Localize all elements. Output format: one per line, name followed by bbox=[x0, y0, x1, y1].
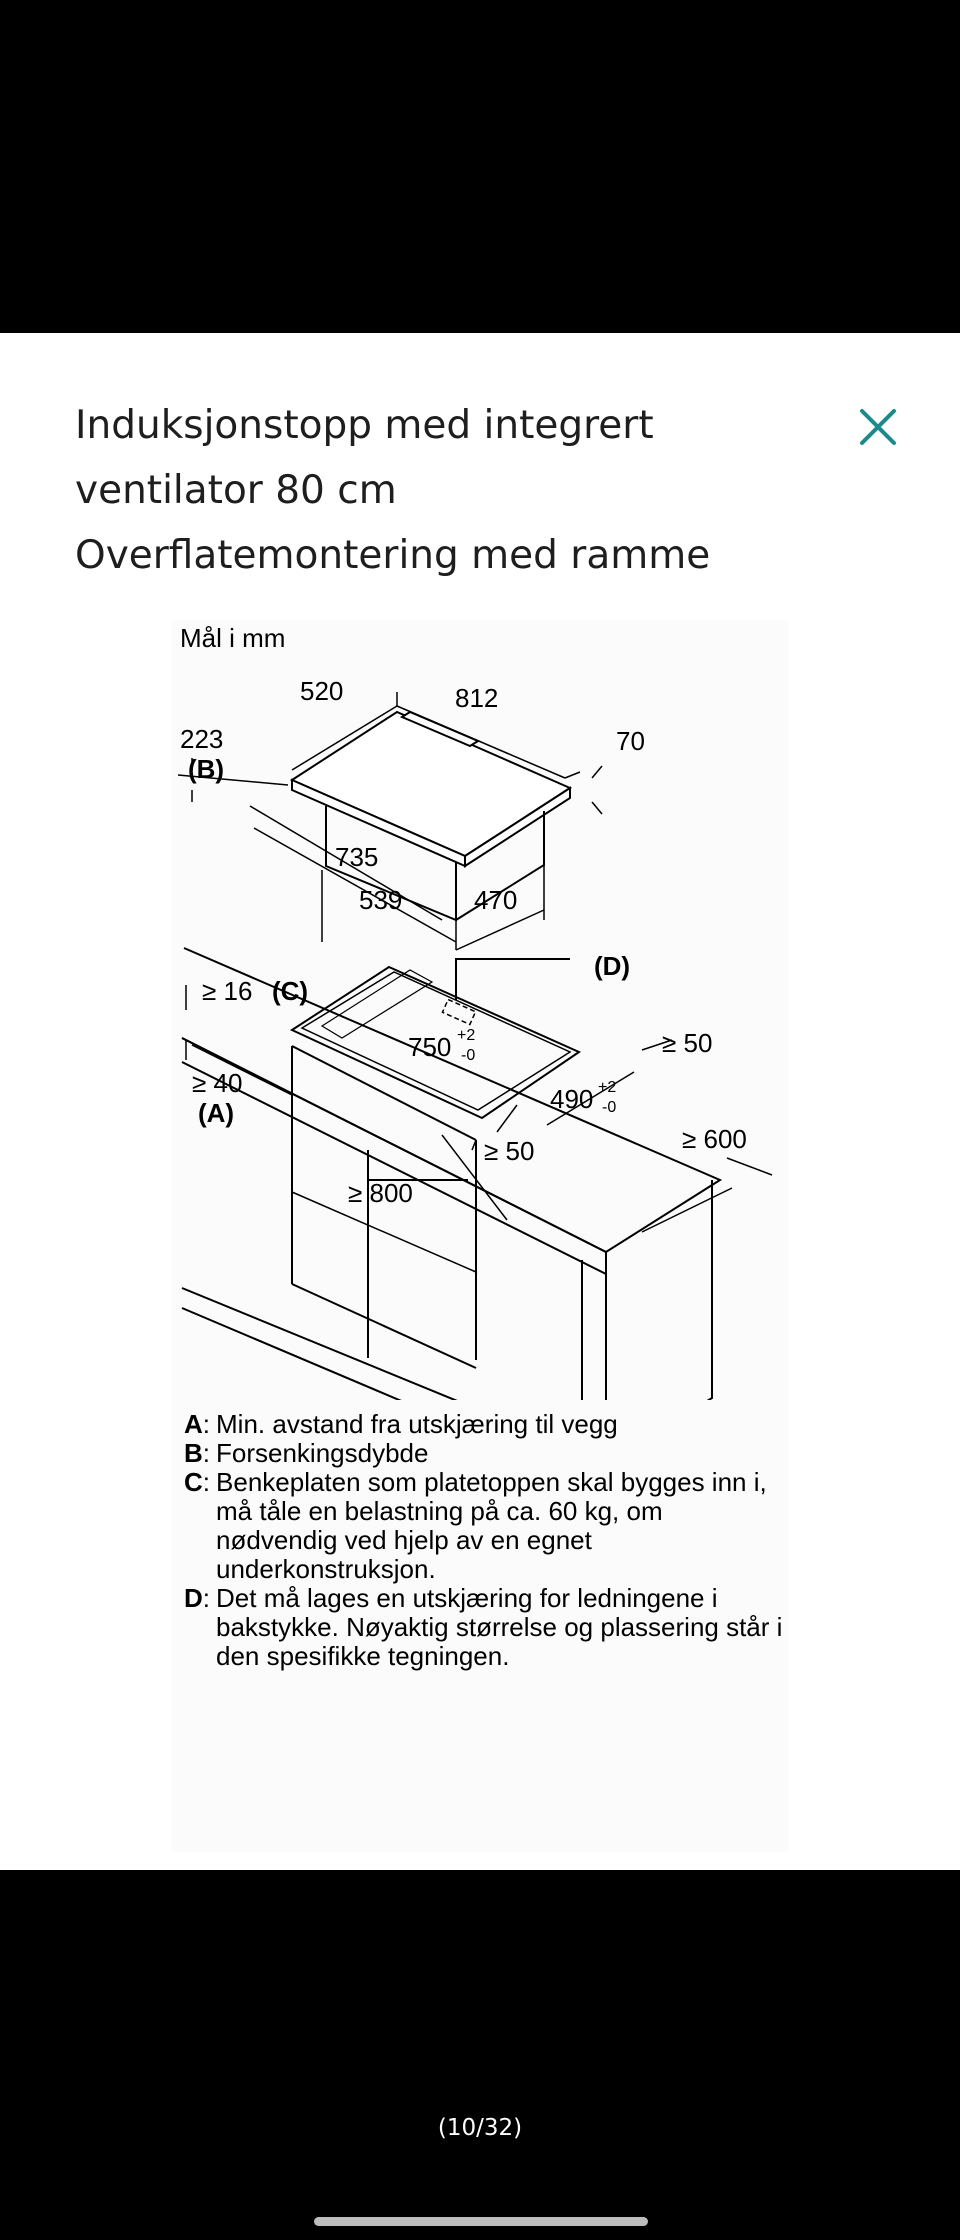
cabinet-figure bbox=[181, 1045, 713, 1400]
legend-key: B bbox=[184, 1438, 203, 1468]
top-black-bar bbox=[0, 0, 960, 333]
title-line-2: ventilator 80 cm bbox=[75, 468, 397, 513]
tol-490-minus: -0 bbox=[602, 1099, 616, 1116]
installation-drawing: Mål i mm 520 812 223 (B) 70 735 539 470 bbox=[172, 620, 788, 1852]
tol-750-plus: +2 bbox=[457, 1027, 475, 1044]
home-indicator[interactable] bbox=[314, 2217, 648, 2226]
ref-d: (D) bbox=[594, 951, 630, 981]
tol-490-plus: +2 bbox=[598, 1079, 616, 1096]
detail-sheet: Induksjonstopp med integrert ventilator … bbox=[0, 333, 960, 1870]
dim-min-16: ≥ 16 bbox=[202, 976, 252, 1006]
hob-figure bbox=[289, 710, 573, 922]
dim-490: 490 bbox=[550, 1084, 593, 1114]
legend-key: C bbox=[184, 1467, 203, 1497]
dim-min-50-front: ≥ 50 bbox=[484, 1136, 534, 1166]
bottom-black-bar: (10/32) bbox=[0, 1870, 960, 2240]
dim-min-800: ≥ 800 bbox=[348, 1178, 413, 1208]
dim-70: 70 bbox=[616, 726, 645, 756]
page-counter: (10/32) bbox=[437, 2115, 523, 2141]
legend-item-d: D: Det må lages en utskjæring for lednin… bbox=[184, 1583, 783, 1671]
dim-min-600: ≥ 600 bbox=[682, 1124, 747, 1154]
page-title: Induksjonstopp med integrert ventilator … bbox=[75, 393, 835, 588]
ref-c: (C) bbox=[272, 976, 308, 1006]
legend-item-b: B: Forsenkingsdybde bbox=[184, 1439, 784, 1468]
tol-750-minus: -0 bbox=[461, 1047, 475, 1064]
dim-750: 750 bbox=[408, 1032, 451, 1062]
legend-text: Min. avstand fra utskjæring til vegg bbox=[216, 1409, 618, 1439]
ref-a: (A) bbox=[198, 1098, 234, 1128]
ref-b: (B) bbox=[188, 754, 224, 784]
unit-caption: Mål i mm bbox=[180, 623, 285, 653]
countertop-figure bbox=[181, 947, 723, 1276]
title-line-1: Induksjonstopp med integrert bbox=[75, 403, 654, 448]
legend-text: Det må lages en utskjæring for ledningen… bbox=[216, 1583, 783, 1671]
legend-text: Benkeplaten som platetoppen skal bygges … bbox=[216, 1467, 767, 1584]
hob-dimension-lines bbox=[177, 692, 603, 951]
dim-539: 539 bbox=[359, 885, 402, 915]
dim-520: 520 bbox=[300, 676, 343, 706]
dim-470: 470 bbox=[474, 885, 517, 915]
countertop-dimension-lines bbox=[185, 985, 773, 1273]
title-line-3: Overflatemontering med ramme bbox=[75, 533, 711, 578]
close-x-icon bbox=[860, 409, 896, 445]
dim-min-50-right: ≥ 50 bbox=[662, 1028, 712, 1058]
dim-812: 812 bbox=[455, 683, 498, 713]
legend-text: Forsenkingsdybde bbox=[216, 1438, 429, 1468]
legend-key: D bbox=[184, 1583, 203, 1613]
dim-735: 735 bbox=[335, 842, 378, 872]
legend-item-c: C: Benkeplaten som platetoppen skal bygg… bbox=[184, 1468, 784, 1584]
legend-item-a: A: Min. avstand fra utskjæring til vegg bbox=[184, 1410, 784, 1439]
close-button[interactable] bbox=[850, 399, 906, 455]
dim-min-40: ≥ 40 bbox=[192, 1068, 242, 1098]
legend: A: Min. avstand fra utskjæring til vegg … bbox=[184, 1410, 784, 1671]
legend-key: A bbox=[184, 1409, 203, 1439]
dim-223: 223 bbox=[180, 724, 223, 754]
